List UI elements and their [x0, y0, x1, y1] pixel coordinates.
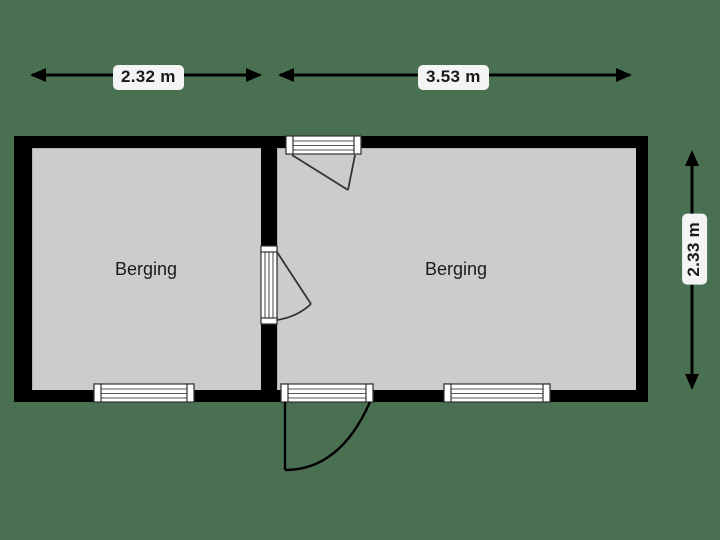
- dimension-label-right: 2.33 m: [682, 213, 707, 285]
- room-label-right: Berging: [424, 259, 488, 279]
- floor-right-room: [277, 148, 636, 390]
- dimension-label-top-right: 3.53 m: [418, 65, 489, 90]
- room-label-left: Berging: [114, 259, 178, 279]
- window-bottom-left-room: [93, 383, 195, 403]
- door-entry-bottom: [280, 383, 374, 472]
- floor-left-room: [32, 148, 261, 390]
- window-top-right-room: [285, 135, 362, 191]
- dimension-label-top-left: 2.32 m: [113, 65, 184, 90]
- window-bottom-right-room: [443, 383, 551, 403]
- door-interior-partition: [260, 245, 312, 325]
- room-floors: [32, 148, 636, 390]
